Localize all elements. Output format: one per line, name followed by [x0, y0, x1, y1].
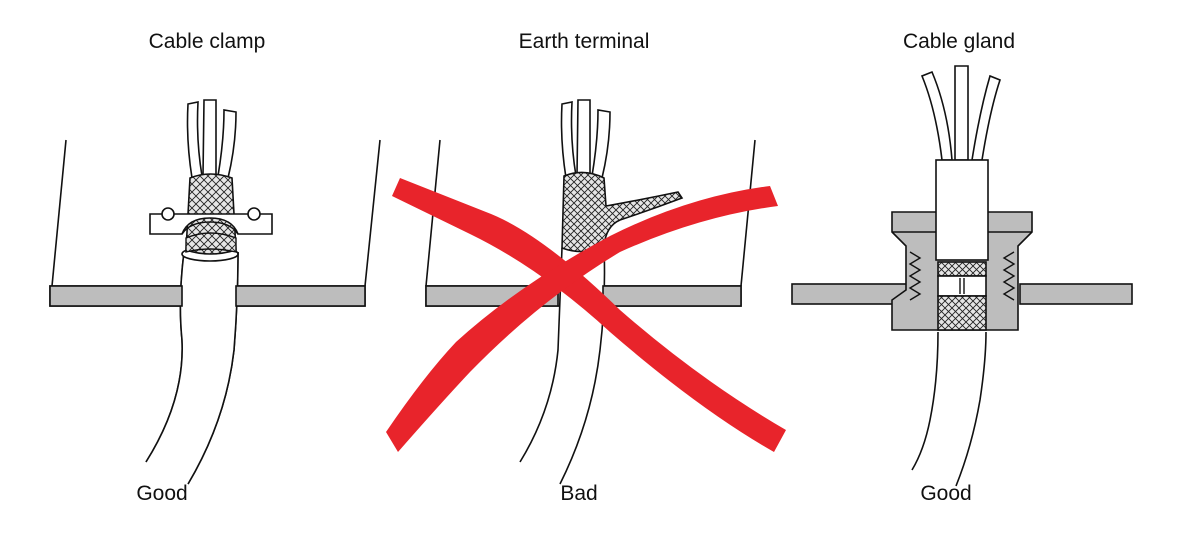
cable-sheath-inside: [935, 159, 989, 261]
shield-contact-lower: [937, 295, 987, 331]
conductors: [186, 99, 237, 179]
gland-thread-right: [1002, 251, 1016, 301]
verdict-cable-clamp: Good: [136, 482, 188, 505]
enclosure-wall-right: [364, 139, 381, 287]
clamp-screw-left: [161, 207, 175, 221]
verdict-earth-terminal: Bad: [560, 482, 598, 505]
cable-jacket: [911, 331, 987, 487]
panel-title-earth-terminal: Earth terminal: [518, 30, 650, 53]
verdict-cable-gland: Good: [920, 482, 972, 505]
enclosure-wall-right: [740, 139, 756, 287]
panel-cable-clamp: [49, 99, 381, 485]
shield-contact-upper: [937, 261, 987, 277]
panel-earth-terminal: [386, 99, 786, 485]
panel-title-cable-clamp: Cable clamp: [148, 30, 266, 53]
conductors: [560, 99, 611, 179]
clamp-bracket: [149, 207, 273, 253]
enclosure-wall-left: [51, 139, 67, 287]
clamp-screw-right: [247, 207, 261, 221]
conductors: [920, 65, 1001, 161]
panel-title-cable-gland: Cable gland: [902, 30, 1016, 53]
red-cross-mark: [386, 178, 786, 452]
gland-thread-left: [908, 251, 922, 301]
mounting-plate-right: [1019, 283, 1133, 305]
panel-cable-gland: [791, 65, 1133, 487]
